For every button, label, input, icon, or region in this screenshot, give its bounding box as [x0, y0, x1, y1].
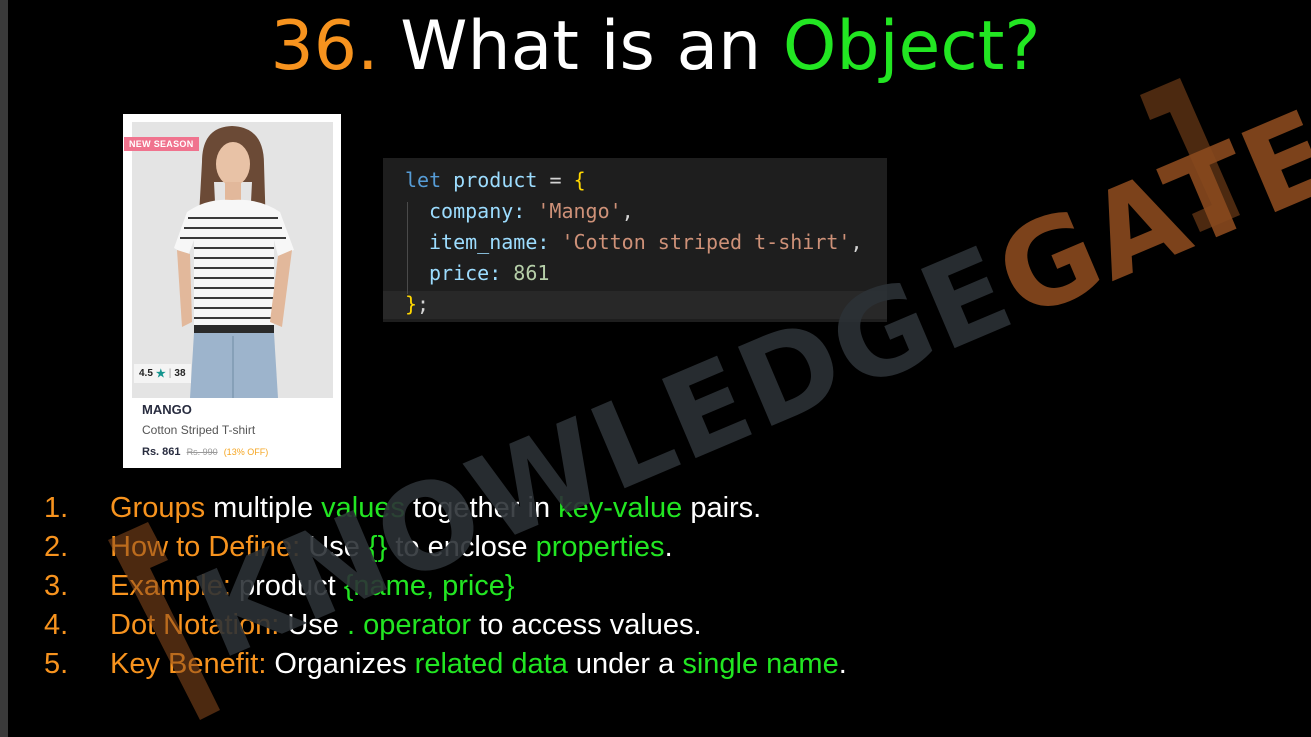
list-number: 5. — [44, 648, 69, 680]
code-current-line-highlight — [383, 291, 887, 319]
rating-badge: 4.5 ★ | 38 — [134, 364, 191, 383]
star-icon: ★ — [155, 368, 166, 380]
list-number: 1. — [44, 492, 69, 524]
code-line-3: item_name: 'Cotton striped t-shirt', — [429, 230, 863, 254]
code-line-2: company: 'Mango', — [429, 199, 634, 223]
product-mrp: Rs. 990 — [186, 447, 218, 457]
new-season-badge: NEW SEASON — [124, 137, 199, 151]
code-line-1: let product = { — [405, 168, 586, 192]
product-brand: MANGO — [142, 402, 192, 417]
rating-value: 4.5 — [139, 368, 153, 379]
code-line-5: }; — [405, 292, 430, 316]
title-highlight: Object? — [782, 7, 1041, 86]
product-card: NEW SEASON 4.5 ★ | 38 MANGO Cotton Strip… — [123, 114, 341, 468]
indent-guide — [407, 202, 408, 294]
product-price: Rs. 861 — [142, 446, 181, 458]
slide-left-edge — [0, 0, 8, 737]
code-line-4: price: 861 — [429, 261, 550, 285]
product-discount: (13% OFF) — [223, 447, 269, 457]
model-illustration — [132, 122, 333, 398]
title-number: 36. — [270, 7, 379, 86]
rating-separator: | — [168, 368, 172, 379]
code-block: let product = { company: 'Mango', item_n… — [383, 158, 887, 322]
list-number: 3. — [44, 570, 69, 602]
product-photo — [132, 122, 333, 398]
price-row: Rs. 861 Rs. 990 (13% OFF) — [142, 446, 268, 458]
list-number: 2. — [44, 531, 69, 563]
rating-count: 38 — [174, 368, 186, 379]
product-name: Cotton Striped T-shirt — [142, 423, 256, 437]
title-text: What is an — [400, 7, 762, 86]
list-number: 4. — [44, 609, 69, 641]
slide-title: 36. What is an Object? — [0, 4, 1311, 90]
